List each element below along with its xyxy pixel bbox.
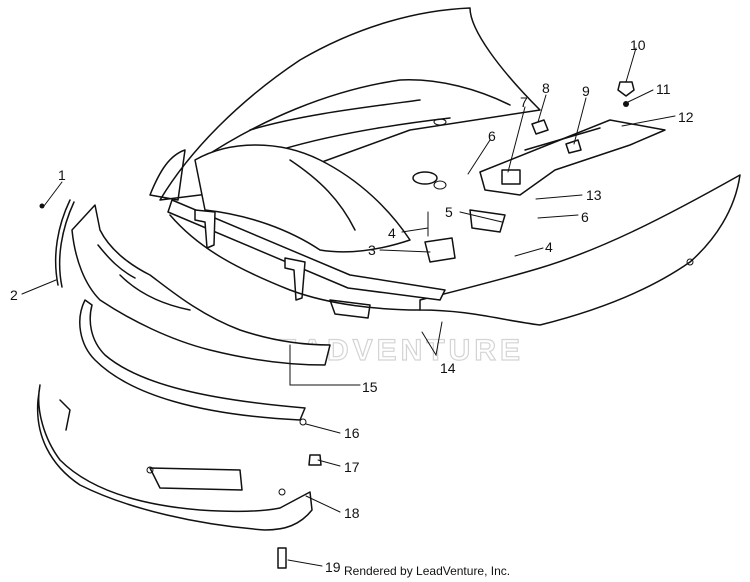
callout-11: 11 (656, 81, 671, 97)
credit-text: Rendered by LeadVenture, Inc. (344, 564, 511, 578)
callout-1: 1 (58, 167, 66, 183)
callout-9: 9 (582, 83, 590, 99)
callout-12: 12 (678, 109, 694, 125)
clip-9 (565, 139, 582, 154)
fastener-10 (617, 81, 635, 97)
leader-lines (21, 47, 676, 567)
callout-18: 18 (344, 505, 360, 521)
lower-pan (36, 384, 313, 531)
callout-17: 17 (344, 459, 360, 475)
callout-2: 2 (10, 287, 18, 303)
screw-19 (277, 547, 287, 569)
clip-8 (531, 119, 549, 135)
callout-16: 16 (344, 425, 360, 441)
callout-10: 10 (630, 37, 646, 53)
callout-6a: 6 (488, 128, 496, 144)
hood-assembly (149, 7, 741, 326)
callout-13: 13 (586, 187, 602, 203)
skid-strip (79, 299, 306, 421)
callout-14: 14 (440, 360, 456, 376)
bracket-5 (469, 209, 506, 233)
callout-8: 8 (542, 80, 550, 96)
callout-4b: 4 (545, 239, 553, 255)
callouts: 1 2 3 4 4 5 6 6 7 8 9 10 11 12 13 14 15 … (10, 37, 694, 575)
front-bumper (71, 204, 331, 366)
side-panel (419, 174, 741, 326)
callout-19: 19 (325, 559, 341, 575)
console (194, 144, 411, 253)
screw-17 (308, 454, 322, 466)
callout-5: 5 (445, 204, 453, 220)
callout-15: 15 (362, 379, 378, 395)
bracket-3 (424, 237, 456, 263)
callout-3: 3 (368, 242, 376, 258)
callout-4a: 4 (388, 225, 396, 241)
callout-6b: 6 (581, 209, 589, 225)
trim-strip (39, 199, 75, 288)
callout-7: 7 (520, 94, 528, 110)
